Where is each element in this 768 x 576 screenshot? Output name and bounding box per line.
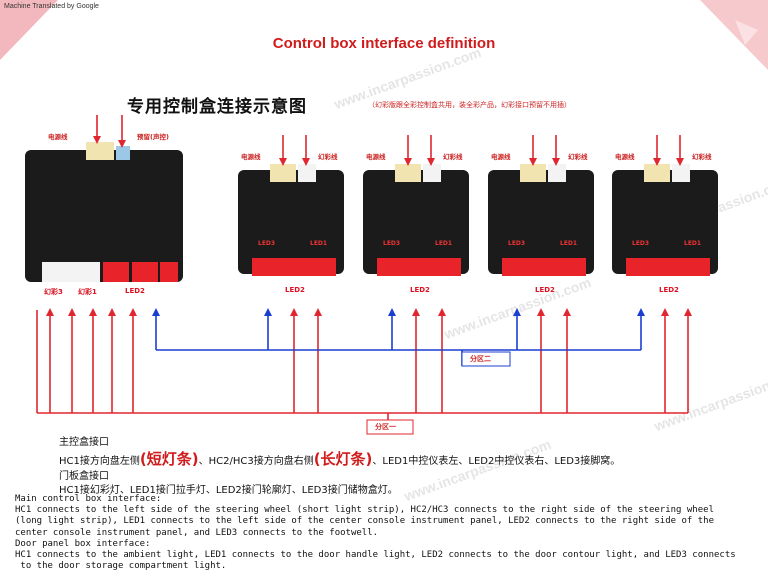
door2-huancai-label: 幻彩线 (443, 153, 463, 161)
short-strip-highlight: (短灯条) (139, 450, 199, 468)
diagram-chinese-note: （幻彩版跟全彩控制盒共用，装全彩产品，幻彩接口预留不用插） (368, 101, 571, 109)
main-box-description: HC1接方向盘左侧(短灯条)、HC2/HC3接方向盘右侧(长灯条)、LED1中控… (59, 448, 620, 469)
door3-power-label: 电源线 (491, 153, 511, 161)
door3-led1-label: LED1 (560, 240, 578, 247)
door4-led3-label: LED3 (632, 240, 650, 247)
english-line-6: HC1 connects to the ambient light, LED1 … (15, 550, 736, 560)
english-line-5: Door panel box interface: (15, 539, 151, 549)
long-strip-highlight: (长灯条) (313, 450, 373, 468)
door3-led3-label: LED3 (508, 240, 526, 247)
door1-led2-label: LED2 (285, 286, 305, 294)
door2-power-label: 电源线 (366, 153, 386, 161)
main-desc-part-a: HC1接方向盘左侧 (59, 456, 140, 467)
door1-led3-label: LED3 (258, 240, 276, 247)
machine-translated-note: Machine Translated by Google (4, 3, 99, 10)
zone2-wires (152, 308, 645, 366)
door-box-4 (612, 164, 718, 276)
door4-led1-label: LED1 (684, 240, 702, 247)
page-title: Control box interface definition (272, 35, 496, 52)
door4-huancai-label: 幻彩线 (692, 153, 712, 161)
door3-led2-label: LED2 (535, 286, 555, 294)
door4-power-label: 电源线 (615, 153, 635, 161)
main-power-label: 电源线 (48, 133, 68, 141)
door-box-heading: 门板盒接口 (59, 471, 109, 482)
main-port-huancai3: 幻彩3 (44, 288, 63, 296)
main-desc-part-b: 、HC2/HC3接方向盘右侧 (198, 456, 314, 467)
zone1-label: 分区一 (375, 423, 396, 431)
main-desc-part-c: 、LED1中控仪表左、LED2中控仪表右、LED3接脚窝。 (372, 456, 621, 467)
door-box-3 (488, 164, 594, 276)
main-reserved-label: 预留(声控) (137, 133, 169, 141)
door4-led2-label: LED2 (659, 286, 679, 294)
door1-huancai-label: 幻彩线 (318, 153, 338, 161)
main-box-heading: 主控盒接口 (59, 437, 109, 448)
english-line-3: (long light strip), LED1 connects to the… (15, 516, 714, 526)
door1-led1-label: LED1 (310, 240, 328, 247)
zone2-label-box (461, 351, 511, 367)
zone1-label-box (366, 419, 414, 435)
zone1-wires (36, 308, 692, 425)
door3-huancai-label: 幻彩线 (568, 153, 588, 161)
english-line-4: center console instrument panel, and LED… (15, 528, 379, 538)
door1-power-label: 电源线 (241, 153, 261, 161)
english-line-7: to the door storage compartment light. (15, 561, 227, 571)
door-box-2 (363, 164, 469, 276)
main-port-led2: LED2 (125, 287, 145, 295)
door2-led3-label: LED3 (383, 240, 401, 247)
zone2-label: 分区二 (470, 355, 491, 363)
door-box-description: HC1接幻彩灯、LED1接门拉手灯、LED2接门轮廓灯、LED3接门储物盒灯。 (59, 485, 398, 496)
door2-led1-label: LED1 (435, 240, 453, 247)
diagram-chinese-title: 专用控制盒连接示意图 (127, 97, 307, 117)
main-control-box (25, 142, 183, 282)
door2-led2-label: LED2 (410, 286, 430, 294)
english-line-1: Main control box interface: (15, 494, 162, 504)
english-line-2: HC1 connects to the left side of the ste… (15, 505, 714, 515)
main-port-huancai1: 幻彩1 (78, 288, 97, 296)
top-arrows (93, 115, 684, 166)
door-box-1 (238, 164, 344, 276)
